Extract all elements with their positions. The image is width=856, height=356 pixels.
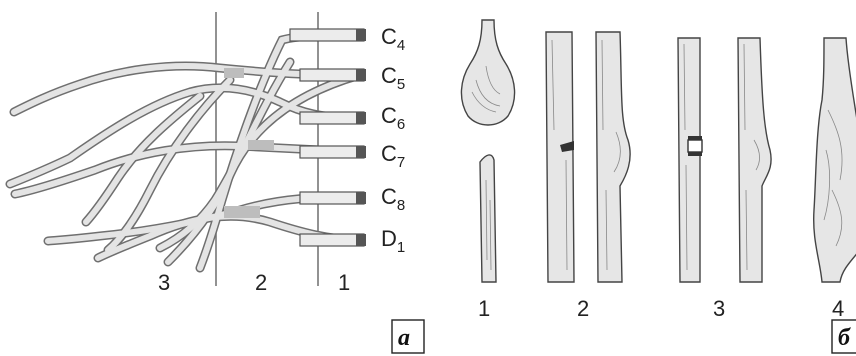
panel-letter-b: б <box>832 320 856 353</box>
root-label-d1: D1 <box>381 226 405 256</box>
nerve-type-label-1: 1 <box>478 296 490 321</box>
root-label-c8: C8 <box>381 184 405 214</box>
root-label-c7: C7 <box>381 141 405 171</box>
root-label-c6: C6 <box>381 103 405 133</box>
svg-text:б: б <box>838 325 851 351</box>
root-label-c4: C4 <box>381 24 405 54</box>
zone-label-2: 2 <box>255 270 267 295</box>
nerve-type-3-gap <box>678 38 771 282</box>
panel-a-plexus-drawing: C4 C5 C6 C7 C8 D1 3 2 1 а <box>10 12 424 353</box>
nerve-type-label-3: 3 <box>713 296 725 321</box>
root-stubs <box>290 29 366 246</box>
panel-letter-a: а <box>392 320 424 353</box>
zone-label-1: 1 <box>338 270 350 295</box>
nerve-type-label-4: 4 <box>832 296 844 321</box>
svg-text:а: а <box>398 325 410 351</box>
nerve-type-1-severed <box>461 20 514 282</box>
panel-b-nerve-injury-drawing: 1 2 3 4 б <box>461 20 856 353</box>
nerve-type-2-partial <box>546 32 630 282</box>
nerve-type-label-2: 2 <box>577 296 589 321</box>
nerve-type-4-neuroma <box>814 38 856 282</box>
root-label-c5: C5 <box>381 63 405 93</box>
zone-label-3: 3 <box>158 270 170 295</box>
